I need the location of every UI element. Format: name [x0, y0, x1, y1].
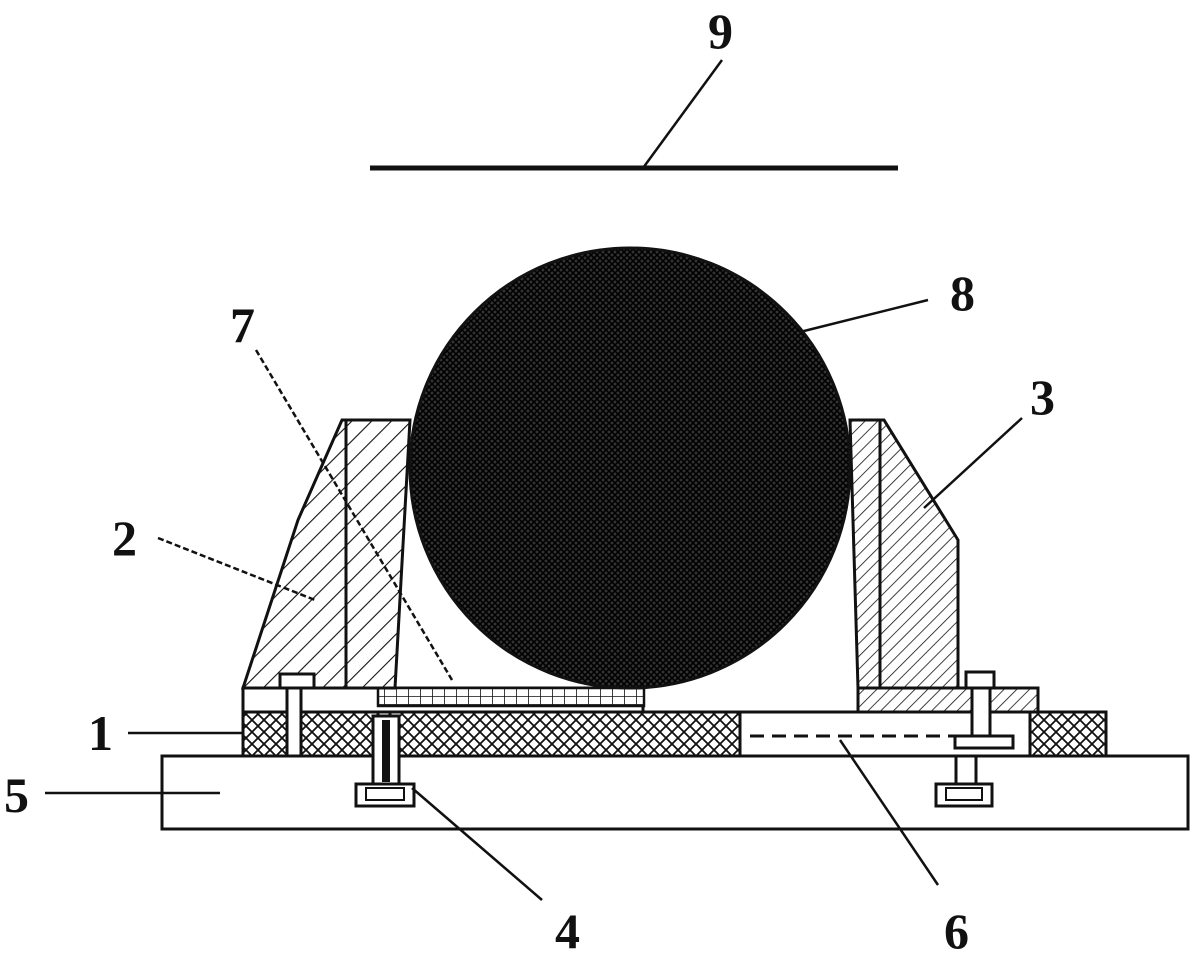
label-6: 6 — [944, 903, 969, 959]
part-8-ball — [408, 246, 852, 690]
leader-7 — [254, 349, 454, 681]
label-4: 4 — [555, 903, 580, 959]
left-top-bolt-head — [278, 672, 316, 690]
label-8: 8 — [950, 265, 975, 321]
leader-8 — [799, 298, 929, 334]
leader-6 — [838, 739, 940, 886]
part-5-base-plate — [160, 754, 1190, 831]
label-3: 3 — [1030, 369, 1055, 425]
right-upper-plate — [856, 686, 1040, 714]
part-4-bolt-nut-inner — [365, 787, 405, 801]
right-base-bolt-nut-inner — [945, 787, 983, 801]
right-top-bolt-shank — [970, 686, 992, 738]
label-1: 1 — [88, 705, 113, 761]
left-top-bolt-shank — [285, 686, 303, 758]
leader-3 — [923, 417, 1023, 509]
label-9: 9 — [708, 3, 733, 59]
leader-2 — [157, 536, 316, 602]
right-top-bolt-head — [964, 670, 996, 690]
leader-9 — [641, 59, 724, 169]
part-1-right-layer — [1028, 710, 1108, 758]
right-base-bolt-shank — [954, 754, 978, 788]
leader-4 — [411, 787, 543, 901]
label-7: 7 — [230, 297, 255, 353]
part-7-grid-strip — [376, 686, 646, 708]
right-clamp-nut — [953, 734, 1015, 750]
label-5: 5 — [4, 767, 29, 823]
part-2-left-v-block — [240, 418, 412, 690]
label-2: 2 — [112, 510, 137, 566]
part-1-left-layer — [241, 710, 752, 758]
part-3-right-v-block — [848, 418, 960, 690]
